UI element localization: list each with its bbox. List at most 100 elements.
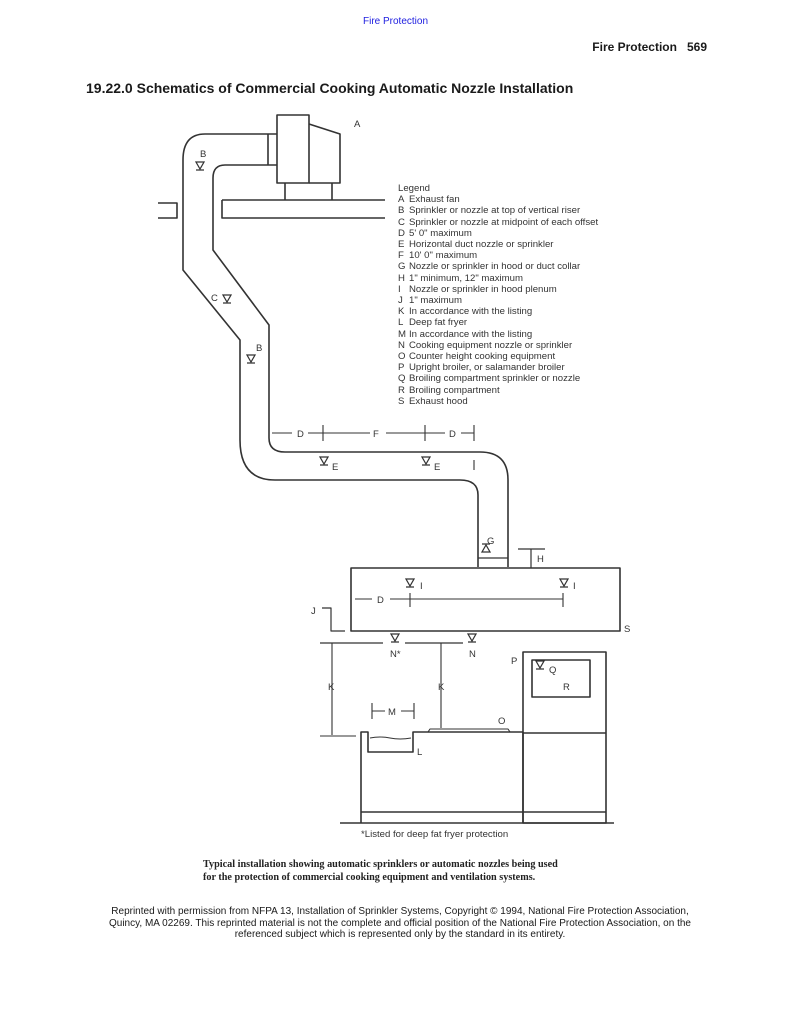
legend-key: L — [398, 317, 404, 329]
legend-text: Sprinkler or nozzle at top of vertical r… — [409, 205, 581, 217]
broiling-compartment — [531, 659, 591, 698]
fan-housing — [276, 114, 310, 184]
dimension-j — [322, 607, 345, 632]
label-d2: D — [449, 429, 456, 440]
legend-text: Counter height cooking equipment — [409, 351, 556, 363]
nozzle-e2-icon — [421, 456, 431, 466]
label-k1: K — [328, 682, 335, 693]
counter-top — [360, 731, 523, 823]
label-s: S — [624, 624, 630, 635]
legend-key: P — [398, 362, 405, 374]
legend-item: L Deep fat fryer — [398, 317, 598, 328]
legend-key: I — [398, 283, 401, 295]
label-i2: I — [573, 581, 576, 592]
duct-fan-collar — [267, 133, 277, 166]
label-o: O — [498, 716, 505, 727]
legend-text: Deep fat fryer — [409, 317, 468, 329]
label-d1: D — [297, 429, 304, 440]
nozzle-b-icon — [246, 354, 256, 364]
legend-text: Exhaust fan — [409, 194, 460, 206]
label-c: C — [211, 293, 218, 304]
label-h: H — [537, 554, 544, 565]
label-b-top: B — [200, 149, 206, 160]
wall-stub — [158, 202, 178, 219]
legend-text: Cooking equipment nozzle or sprinkler — [409, 339, 573, 351]
griddle-o — [427, 728, 511, 733]
nozzle-b-top-icon — [195, 161, 205, 171]
fryer-oil — [369, 736, 412, 740]
label-e2: E — [434, 462, 440, 473]
label-r: R — [563, 682, 570, 693]
caption-line-1: Typical installation showing automatic s… — [203, 859, 558, 870]
legend-item: I Nozzle or sprinkler in hood plenum — [398, 284, 598, 295]
nozzle-n-icon — [467, 633, 477, 643]
legend-key: D — [398, 227, 405, 239]
nozzle-e1-icon — [319, 456, 329, 466]
fan-legs — [284, 183, 333, 200]
legend-text: In accordance with the listing — [409, 328, 533, 340]
legend-key: F — [398, 250, 404, 262]
label-b: B — [256, 343, 262, 354]
header-link-fire-protection[interactable]: Fire Protection — [362, 16, 429, 27]
label-d3: D — [377, 595, 384, 606]
legend-item: P Upright broiler, or salamander broiler — [398, 362, 598, 373]
legend-key: C — [398, 216, 405, 228]
legend-text: 1" maximum — [409, 295, 462, 307]
legend-key: G — [398, 261, 406, 273]
credit-line-3: referenced subject which is represented … — [234, 929, 566, 940]
legend-title: Legend — [398, 183, 431, 194]
reprint-credit: Reprinted with permission from NFPA 13, … — [80, 906, 720, 941]
legend-item: K In accordance with the listing — [398, 306, 598, 317]
legend-key: H — [398, 272, 405, 284]
section-title: 19.22.0 Schematics of Commercial Cooking… — [86, 80, 574, 96]
duct-riser-wall — [459, 479, 479, 567]
dimension-k — [331, 643, 442, 735]
fan-motor — [308, 123, 341, 184]
exhaust-fan — [276, 114, 341, 200]
legend-key: K — [398, 306, 405, 318]
roof-slab — [221, 199, 385, 219]
label-i1: I — [420, 581, 423, 592]
legend-key: O — [398, 351, 406, 363]
legend-text: Nozzle or sprinkler in hood plenum — [409, 283, 557, 295]
legend-key: S — [398, 395, 405, 407]
legend-text: In accordance with the listing — [409, 306, 533, 318]
nozzle-q-icon — [535, 660, 545, 670]
label-g: G — [487, 536, 494, 547]
nozzle-n-star-icon — [390, 633, 400, 643]
legend-key: J — [398, 295, 403, 307]
legend-key: M — [398, 328, 406, 340]
legend-item: A Exhaust fan — [398, 194, 598, 205]
nozzle-i1-icon — [405, 578, 415, 588]
page-number: 569 — [686, 40, 707, 54]
dimension-h — [518, 548, 545, 568]
caption-line-2: for the protection of commercial cooking… — [203, 872, 536, 883]
label-n: N — [469, 649, 476, 660]
duct-outer-wall — [182, 133, 460, 481]
label-a: A — [354, 119, 361, 130]
legend-item: J 1" maximum — [398, 295, 598, 306]
credit-line-1: Reprinted with permission from NFPA 13, … — [111, 906, 689, 917]
legend-key: A — [398, 194, 405, 206]
legend-text: Upright broiler, or salamander broiler — [409, 362, 565, 374]
nozzle-c-icon — [222, 294, 232, 304]
upright-broiler — [522, 651, 607, 824]
label-p: P — [511, 656, 517, 667]
duct-inner-wall — [212, 164, 509, 567]
exhaust-hood — [350, 567, 621, 632]
dimension-dfd — [272, 425, 475, 441]
